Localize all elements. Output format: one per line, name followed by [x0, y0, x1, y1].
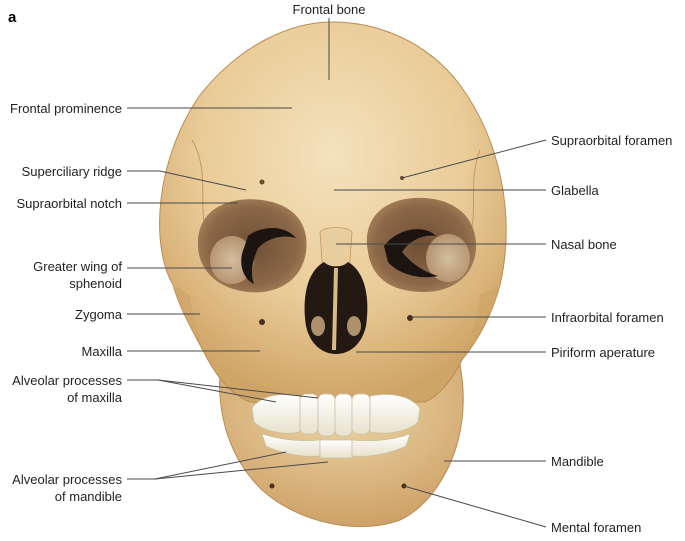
label-piriform-aperature: Piriform aperature	[551, 345, 655, 360]
infraorbital-foramen-left	[259, 319, 265, 325]
concha-left	[311, 316, 325, 336]
label-alveolar-mandible-line1: Alveolar processes	[12, 472, 122, 487]
orbital-fissure-left	[241, 227, 296, 284]
infraorbital-foramen-right	[407, 315, 413, 321]
orbital-fissure-right	[384, 229, 438, 278]
label-frontal-prominence: Frontal prominence	[10, 101, 122, 116]
leader-supraorbital-foramen	[401, 139, 547, 179]
label-mandible: Mandible	[551, 454, 604, 469]
mental-foramen-left	[269, 483, 275, 489]
label-supraorbital-foramen: Supraorbital foramen	[551, 133, 672, 148]
greater-wing-right	[426, 234, 470, 282]
label-frontal-bone: Frontal bone	[293, 2, 366, 17]
leader-superciliary-ridge	[127, 170, 247, 191]
label-mental-foramen: Mental foramen	[551, 520, 641, 535]
leader-mental-foramen	[403, 485, 547, 528]
skull-illustration	[159, 21, 507, 528]
label-alveolar-mandible-line2: of mandible	[55, 489, 122, 504]
label-alveolar-maxilla-line2: of maxilla	[67, 390, 123, 405]
label-maxilla: Maxilla	[82, 344, 123, 359]
zygoma-right-shade	[462, 285, 500, 360]
leader-alveolar-mandible-b	[154, 461, 329, 480]
concha-right	[347, 316, 361, 336]
zygoma-left-shade	[173, 285, 210, 360]
label-greater-wing-line2: sphenoid	[69, 276, 122, 291]
label-superciliary-ridge: Superciliary ridge	[22, 164, 122, 179]
supraorbital-notch-mark	[259, 179, 265, 185]
nasal-bone-shape	[319, 227, 353, 267]
upper-teeth	[251, 393, 421, 437]
nasal-septum	[332, 267, 338, 351]
greater-wing-left	[210, 236, 254, 284]
label-greater-wing-line1: Greater wing of	[33, 259, 122, 274]
leader-lines	[127, 18, 547, 528]
labels: Frontal bone Frontal prominence Supercil…	[10, 2, 672, 535]
label-supraorbital-notch: Supraorbital notch	[16, 196, 122, 211]
cranium-shape	[159, 21, 507, 403]
label-infraorbital-foramen: Infraorbital foramen	[551, 310, 664, 325]
lower-teeth	[261, 433, 411, 459]
panel-letter: a	[8, 9, 17, 26]
label-alveolar-maxilla-line1: Alveolar processes	[12, 373, 122, 388]
label-zygoma: Zygoma	[75, 307, 123, 322]
leader-alveolar-maxilla-b	[157, 379, 319, 399]
label-glabella: Glabella	[551, 183, 599, 198]
label-nasal-bone: Nasal bone	[551, 237, 617, 252]
